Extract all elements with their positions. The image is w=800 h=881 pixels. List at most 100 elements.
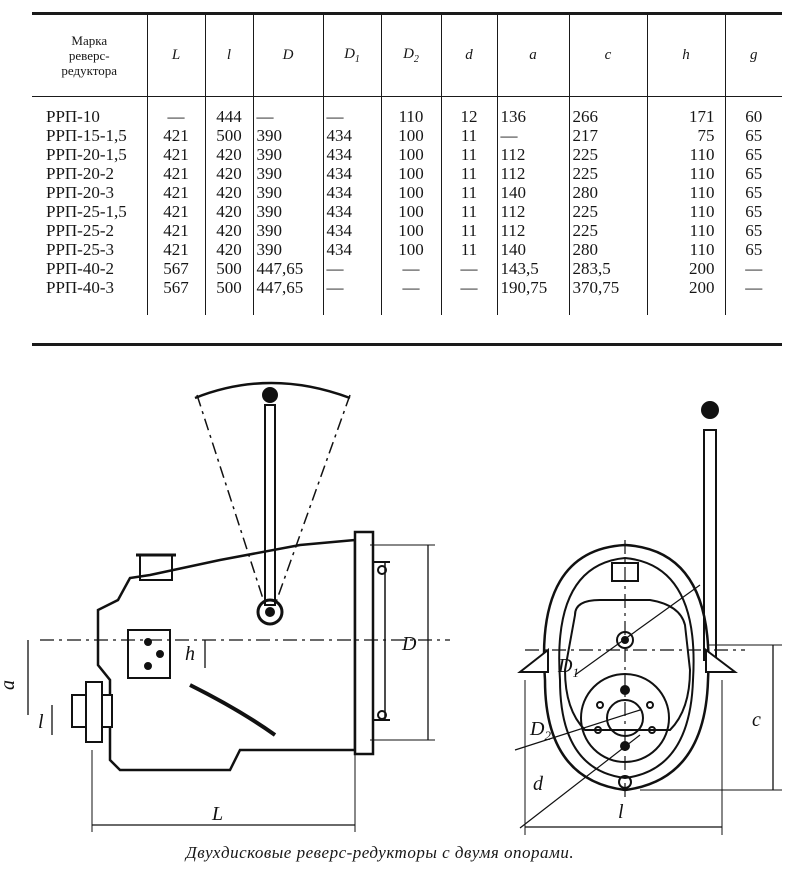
value-cell: — bbox=[322, 259, 381, 278]
value-cell: 11 bbox=[440, 221, 497, 240]
value-cell: 100 bbox=[380, 240, 441, 259]
value-cell: 434 bbox=[322, 145, 381, 164]
value-cell: 500 bbox=[204, 126, 253, 145]
value-cell: 11 bbox=[440, 145, 497, 164]
value-cell: 225 bbox=[568, 221, 647, 240]
value-cell: 65 bbox=[724, 126, 782, 145]
value-cell: 112 bbox=[496, 145, 569, 164]
output-flange bbox=[353, 530, 375, 756]
label-a: a bbox=[0, 680, 19, 690]
value-cell: 65 bbox=[724, 145, 782, 164]
value-cell: 434 bbox=[322, 183, 381, 202]
value-cell: 390 bbox=[252, 126, 323, 145]
value-cell: 100 bbox=[380, 183, 441, 202]
value-cell: 434 bbox=[322, 164, 381, 183]
label-d: d bbox=[533, 773, 544, 795]
label-h: h bbox=[185, 643, 195, 665]
brand-cell: РРП-20-2 bbox=[46, 164, 115, 183]
value-cell: 136 bbox=[496, 96, 569, 126]
value-cell: 112 bbox=[496, 221, 569, 240]
value-cell: 420 bbox=[204, 240, 253, 259]
value-cell: 280 bbox=[568, 240, 647, 259]
value-cell: 567 bbox=[146, 259, 205, 278]
table-top-rule bbox=[32, 12, 782, 15]
value-cell: — bbox=[724, 259, 782, 278]
value-cell: 100 bbox=[380, 221, 441, 240]
header-a: a bbox=[496, 15, 569, 96]
value-cell: 225 bbox=[568, 164, 647, 183]
lever-left-limit-line bbox=[196, 394, 266, 606]
value-cell: 225 bbox=[568, 202, 647, 221]
value-cell: 143,5 bbox=[496, 259, 569, 278]
value-cell: 390 bbox=[252, 183, 323, 202]
value-cell: 171 bbox=[646, 96, 725, 126]
header-D1: D1 bbox=[322, 15, 381, 96]
leader-d bbox=[519, 734, 641, 829]
value-cell: 266 bbox=[568, 96, 647, 126]
brand-cell: РРП-15-1,5 bbox=[46, 126, 127, 145]
value-cell: — bbox=[146, 96, 205, 126]
header-L: L bbox=[146, 15, 205, 96]
front-inner-body bbox=[563, 599, 692, 731]
label-c: c bbox=[752, 709, 761, 731]
header-l: l bbox=[204, 15, 253, 96]
value-cell: 500 bbox=[204, 259, 253, 278]
value-cell: 140 bbox=[496, 183, 569, 202]
value-cell: 65 bbox=[724, 202, 782, 221]
value-cell: 390 bbox=[252, 221, 323, 240]
value-cell: 190,75 bbox=[496, 278, 569, 315]
value-cell: 11 bbox=[440, 183, 497, 202]
front-left-foot bbox=[517, 647, 549, 673]
value-cell: 420 bbox=[204, 164, 253, 183]
value-cell: 110 bbox=[380, 96, 441, 126]
value-cell: 420 bbox=[204, 221, 253, 240]
value-cell: 225 bbox=[568, 145, 647, 164]
value-cell: 390 bbox=[252, 240, 323, 259]
value-cell: 11 bbox=[440, 240, 497, 259]
value-cell: 390 bbox=[252, 202, 323, 221]
value-cell: 100 bbox=[380, 145, 441, 164]
value-cell: 421 bbox=[146, 126, 205, 145]
value-cell: 421 bbox=[146, 164, 205, 183]
value-cell: 447,65 bbox=[252, 259, 323, 278]
header-g: g bbox=[724, 15, 782, 96]
value-cell: 444 bbox=[204, 96, 253, 126]
brand-cell: РРП-10 bbox=[46, 107, 100, 126]
value-cell: 100 bbox=[380, 164, 441, 183]
value-cell: 140 bbox=[496, 240, 569, 259]
value-cell: 110 bbox=[646, 164, 725, 183]
brand-cell: РРП-40-3 bbox=[46, 278, 115, 297]
label-D2: D2 bbox=[529, 718, 551, 743]
value-cell: 420 bbox=[204, 202, 253, 221]
value-cell: 283,5 bbox=[568, 259, 647, 278]
specifications-table: Марка реверс- редуктора L l D D1 D2 d a … bbox=[32, 15, 782, 315]
gearbox-housing bbox=[96, 538, 357, 772]
value-cell: 60 bbox=[724, 96, 782, 126]
brand-cell: РРП-20-3 bbox=[46, 183, 115, 202]
value-cell: 110 bbox=[646, 202, 725, 221]
lever-knob bbox=[262, 387, 278, 403]
lever-swing-arc bbox=[194, 381, 351, 400]
value-cell: 112 bbox=[496, 164, 569, 183]
figure-caption: Двухдисковые реверс-редукторы с двумя оп… bbox=[185, 843, 575, 862]
value-cell: 434 bbox=[322, 221, 381, 240]
value-cell: 75 bbox=[646, 126, 725, 145]
value-cell: 421 bbox=[146, 221, 205, 240]
brand-cell: РРП-25-2 bbox=[46, 221, 115, 240]
value-cell: — bbox=[440, 278, 497, 315]
value-cell: — bbox=[380, 259, 441, 278]
value-cell: 390 bbox=[252, 164, 323, 183]
value-cell: 434 bbox=[322, 126, 381, 145]
value-cell: 11 bbox=[440, 202, 497, 221]
value-cell: 110 bbox=[646, 145, 725, 164]
value-cell: — bbox=[440, 259, 497, 278]
label-l: l bbox=[618, 801, 624, 823]
header-d: d bbox=[440, 15, 497, 96]
lever-pivot-pin bbox=[265, 607, 275, 617]
